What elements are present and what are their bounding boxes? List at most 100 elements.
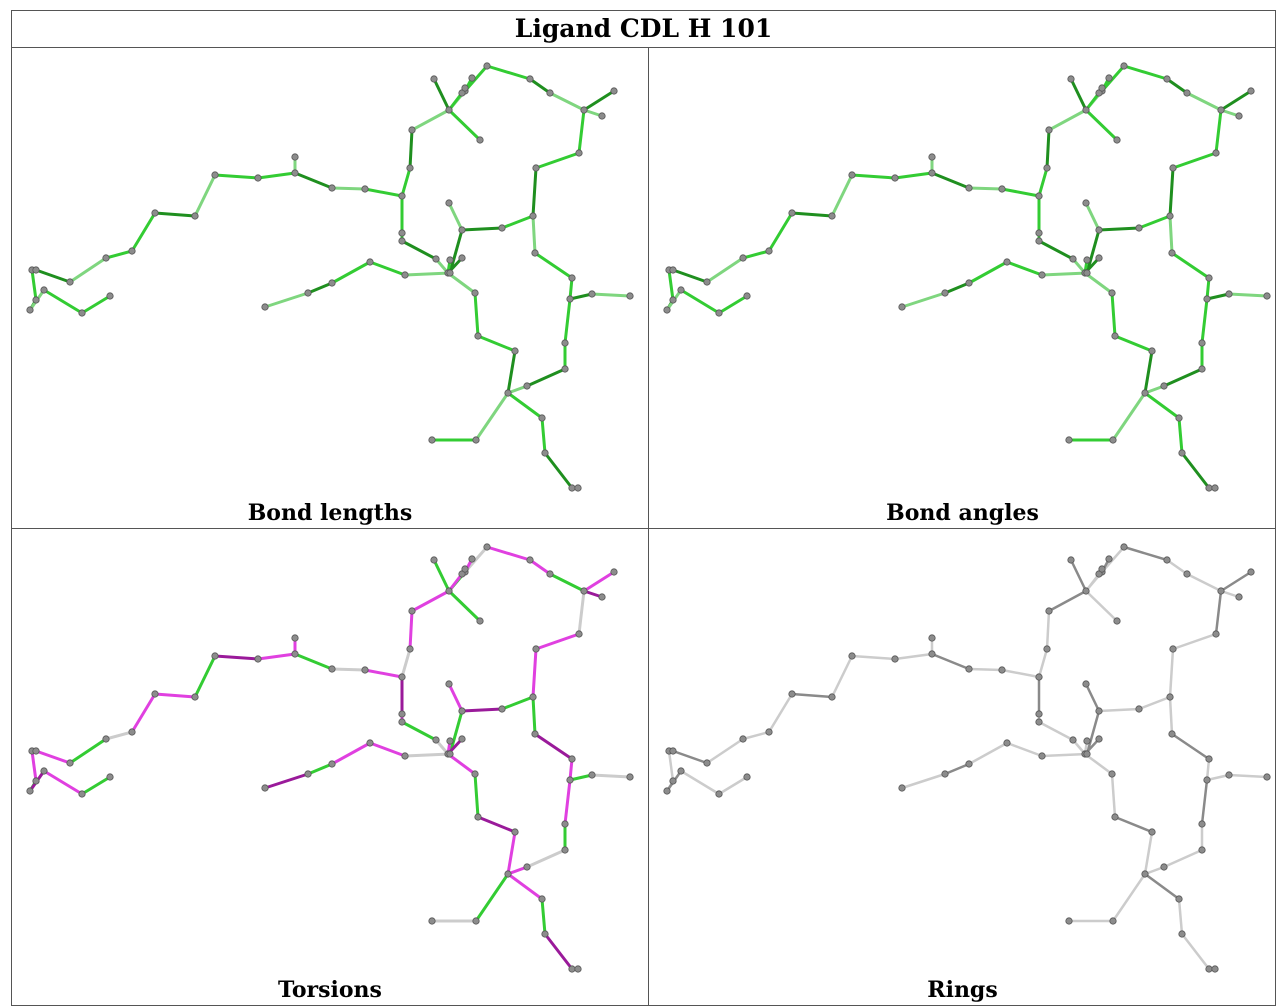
bond: [306, 762, 334, 776]
atom: [561, 339, 569, 347]
atom: [1120, 543, 1128, 551]
bond: [368, 741, 407, 758]
bond: [534, 632, 581, 651]
atom: [430, 75, 438, 83]
bond: [1005, 741, 1044, 758]
bond: [1097, 226, 1141, 232]
bond: [256, 652, 297, 661]
atom: [828, 693, 836, 701]
bond: [1168, 166, 1175, 218]
bond: [410, 108, 451, 132]
atom: [743, 773, 751, 781]
bond: [68, 256, 108, 284]
atom: [261, 303, 269, 311]
bond: [1047, 108, 1088, 132]
atom: [580, 106, 588, 114]
atom: [1169, 164, 1177, 172]
atom: [1113, 136, 1121, 144]
atom: [568, 274, 576, 282]
atom: [529, 212, 537, 220]
bond: [679, 769, 721, 796]
bond: [1040, 752, 1089, 758]
atom: [468, 555, 476, 563]
atom: [498, 705, 506, 713]
atom: [511, 347, 519, 355]
atom: [458, 254, 466, 262]
bond: [30, 268, 38, 302]
bond: [1000, 187, 1041, 198]
bond: [790, 211, 834, 218]
bond: [531, 166, 538, 218]
atom: [1217, 587, 1225, 595]
bond: [400, 239, 438, 261]
atom: [304, 770, 312, 778]
atom: [1166, 693, 1174, 701]
atom: [1098, 565, 1106, 573]
atom: [965, 760, 973, 768]
bond: [1165, 558, 1189, 576]
atom: [965, 184, 973, 192]
atom: [304, 289, 312, 297]
bond: [967, 741, 1009, 766]
bond: [473, 772, 480, 819]
bond: [446, 271, 477, 295]
atom: [128, 247, 136, 255]
bond: [400, 166, 412, 198]
atom: [1083, 269, 1091, 277]
bond: [543, 932, 574, 971]
bond: [1168, 214, 1174, 255]
atom: [1105, 555, 1113, 563]
bond: [671, 749, 709, 765]
atom: [1198, 365, 1206, 373]
atom: [1111, 332, 1119, 340]
atom: [526, 556, 534, 564]
atom: [677, 767, 685, 775]
atom: [398, 237, 406, 245]
atom: [1168, 730, 1176, 738]
bond: [1084, 589, 1119, 623]
atom: [898, 303, 906, 311]
atom: [471, 289, 479, 297]
bond: [476, 815, 517, 834]
atom: [1198, 846, 1206, 854]
atom: [532, 164, 540, 172]
atom: [1211, 484, 1219, 492]
bond: [1037, 166, 1049, 198]
atom: [476, 136, 484, 144]
atom: [941, 770, 949, 778]
bond: [130, 692, 157, 734]
atom: [610, 87, 618, 95]
atom: [1135, 224, 1143, 232]
atom: [446, 269, 454, 277]
bond: [967, 260, 1009, 285]
atom: [401, 271, 409, 279]
figure-title: Ligand CDL H 101: [12, 11, 1275, 48]
atom: [106, 773, 114, 781]
bond: [506, 349, 517, 395]
atom: [458, 707, 466, 715]
atom: [291, 634, 299, 642]
atom: [1043, 645, 1051, 653]
bond: [400, 647, 412, 679]
atom: [1135, 705, 1143, 713]
atom: [406, 645, 414, 653]
bond: [1214, 108, 1223, 155]
atom: [458, 226, 466, 234]
bond: [506, 872, 544, 901]
atom: [1235, 112, 1243, 120]
atom: [1205, 274, 1213, 282]
bond: [1097, 707, 1141, 713]
atom: [663, 787, 671, 795]
atom: [1045, 126, 1053, 134]
atom: [398, 710, 406, 718]
atom: [1205, 755, 1213, 763]
atom: [941, 289, 949, 297]
atom: [1166, 212, 1174, 220]
atom: [574, 484, 582, 492]
atom: [1083, 256, 1091, 264]
atom: [575, 630, 583, 638]
bond: [193, 173, 217, 218]
molecule-rings: [663, 543, 1271, 973]
bond: [1185, 91, 1223, 112]
bond: [104, 249, 134, 260]
